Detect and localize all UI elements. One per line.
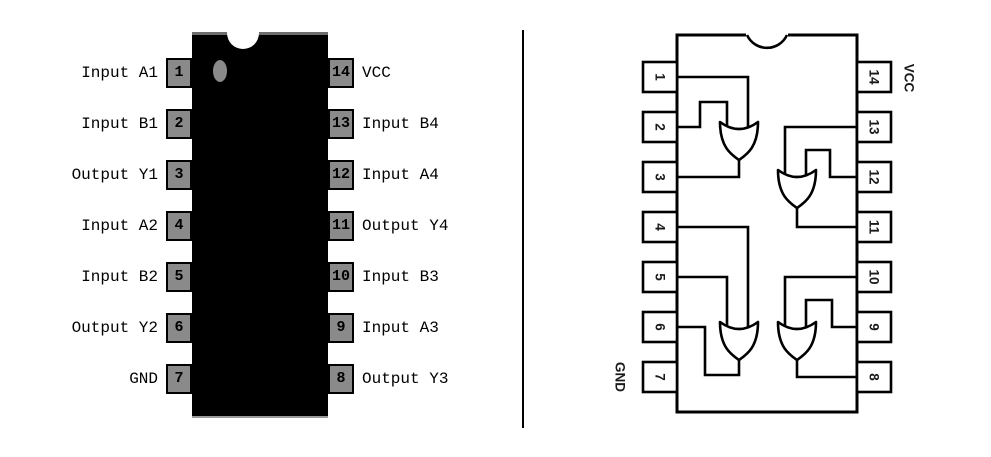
- gnd-label: GND: [613, 362, 628, 392]
- pin11-number: 11: [867, 220, 882, 235]
- pin10-number-box: 10: [328, 262, 354, 292]
- pin2-number-box: 2: [166, 109, 192, 139]
- pin3-number: 3: [653, 173, 668, 181]
- pin5-number: 5: [653, 273, 668, 281]
- logic-gate-diagram: 1 2 3 4 5 6 7 14 13 12 11 10 9 8 VCC GND: [613, 33, 917, 414]
- pin10-label: Input B3: [362, 268, 439, 286]
- vcc-label: VCC: [902, 64, 917, 93]
- pin12-number: 12: [867, 169, 882, 184]
- wire-gate4-to-pin8: [795, 354, 857, 379]
- pin13-label: Input B4: [362, 115, 439, 133]
- pin1-number: 1: [653, 73, 668, 81]
- or-gate-2: [776, 168, 818, 210]
- pin13-number: 13: [867, 119, 882, 135]
- or-gate-1: [718, 120, 760, 162]
- or-gate-3: [718, 320, 760, 362]
- pin3-label: Output Y1: [71, 166, 158, 184]
- pin6-number-box: 6: [166, 313, 192, 343]
- pin7-label: GND: [129, 370, 158, 388]
- pin1-label: Input A1: [81, 64, 158, 82]
- pin7-number: 7: [653, 373, 668, 381]
- pin2-number: 2: [653, 123, 668, 131]
- pin14-number-box: 14: [328, 58, 354, 88]
- pin7-number-box: 7: [166, 364, 192, 394]
- pin8-number-box: 8: [328, 364, 354, 394]
- pin4-number-box: 4: [166, 211, 192, 241]
- wire-gate2-to-pin11: [795, 202, 857, 229]
- pin5-number-box: 5: [166, 262, 192, 292]
- chip-body: [192, 32, 328, 418]
- pin4-number: 4: [653, 223, 668, 231]
- orientation-notch: [227, 17, 259, 49]
- wire-gate3-to-pin6: [677, 325, 741, 377]
- pin12-label: Input A4: [362, 166, 439, 184]
- chip-outline: [675, 33, 859, 414]
- wire-pin13-to-gate2: [783, 125, 857, 184]
- pin8-label: Output Y3: [362, 370, 449, 388]
- wire-pin1-to-gate1: [677, 75, 750, 136]
- pin4-label: Input A2: [81, 217, 158, 235]
- wire-pin2-to-gate1: [677, 100, 729, 136]
- pin14-label: VCC: [362, 64, 391, 82]
- pin8-number: 8: [867, 373, 882, 381]
- pin9-label: Input A3: [362, 319, 439, 337]
- wire-pin12-to-gate2: [804, 148, 857, 184]
- pin6-label: Output Y2: [71, 319, 158, 337]
- pin11-label: Output Y4: [362, 217, 449, 235]
- section-divider-line: [522, 30, 524, 428]
- pin1-number-box: 1: [166, 58, 192, 88]
- pin12-number-box: 12: [328, 160, 354, 190]
- wire-pin10-to-gate4: [783, 275, 857, 336]
- pin11-number-box: 11: [328, 211, 354, 241]
- left-pin-boxes: [641, 60, 679, 394]
- pin6-number: 6: [653, 323, 668, 331]
- wire-pin4-to-gate3: [677, 225, 750, 336]
- wire-gate1-to-pin3: [677, 154, 741, 179]
- pin13-number-box: 13: [328, 109, 354, 139]
- pin5-label: Input B2: [81, 268, 158, 286]
- pin10-number: 10: [867, 269, 882, 284]
- dip-package-pinout-diagram: Input A1 Input B1 Output Y1 Input A2 Inp…: [71, 17, 449, 418]
- pin1-indicator-dot: [213, 60, 227, 82]
- wire-pin9-to-gate4: [804, 298, 857, 336]
- pin2-label: Input B1: [81, 115, 158, 133]
- pin9-number-box: 9: [328, 313, 354, 343]
- wire-pin5-to-gate3: [677, 275, 729, 336]
- gate-wiring: [677, 75, 857, 379]
- pin3-number-box: 3: [166, 160, 192, 190]
- or-gate-4: [776, 320, 818, 362]
- pin9-number: 9: [867, 323, 882, 331]
- pin14-number: 14: [867, 69, 882, 85]
